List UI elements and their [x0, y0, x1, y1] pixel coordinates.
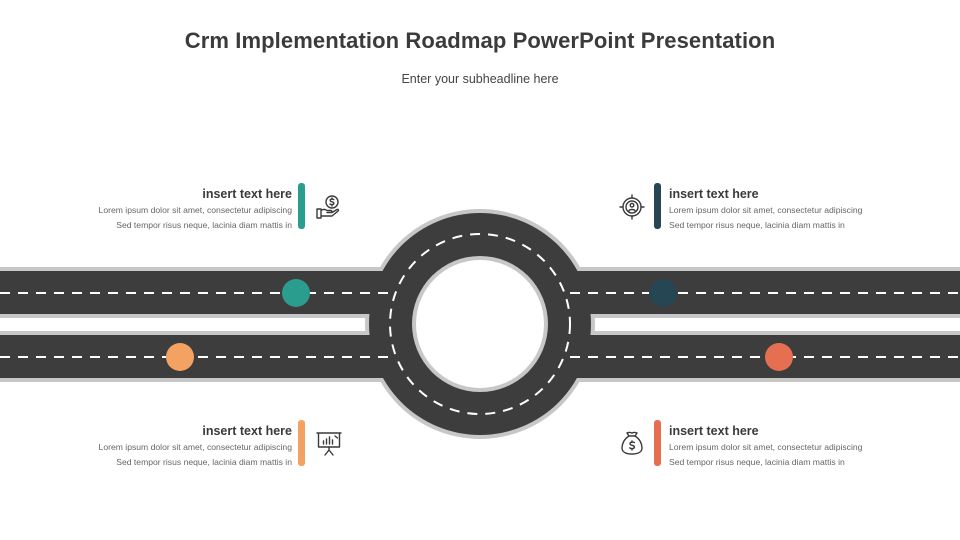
roundabout-island [416, 260, 544, 388]
item-text-line: Lorem ipsum dolor sit amet, consectetur … [669, 205, 863, 215]
item-bottom-left: insert text here Lorem ipsum dolor sit a… [2, 424, 292, 468]
marker-top-left [282, 279, 310, 307]
item-heading: insert text here [202, 424, 292, 438]
item-top-right: insert text here Lorem ipsum dolor sit a… [669, 187, 959, 231]
hand-dollar-icon [316, 195, 340, 219]
item-heading: insert text here [202, 187, 292, 201]
target-person-icon [619, 194, 645, 220]
item-bottom-right: insert text here Lorem ipsum dolor sit a… [669, 424, 959, 468]
item-text-line: Sed tempor risus neque, lacinia diam mat… [116, 456, 292, 467]
marker-top-right [649, 279, 677, 307]
road-separator [0, 314, 960, 335]
marker-bottom-right [765, 343, 793, 371]
marker-bottom-left [166, 343, 194, 371]
accent-bar-top-right [654, 183, 661, 229]
presentation-chart-icon [316, 432, 342, 456]
item-text-line: Sed tempor risus neque, lacinia diam mat… [669, 219, 845, 230]
slide-subtitle: Enter your subheadline here [401, 72, 559, 86]
item-text-line: Sed tempor risus neque, lacinia diam mat… [669, 456, 845, 467]
accent-bar-top-left [298, 183, 305, 229]
slide-title: Crm Implementation Roadmap PowerPoint Pr… [184, 28, 776, 53]
item-text-line: Lorem ipsum dolor sit amet, consectetur … [98, 205, 292, 215]
item-text-line: Lorem ipsum dolor sit amet, consectetur … [98, 442, 292, 452]
item-text-line: Lorem ipsum dolor sit amet, consectetur … [669, 442, 863, 452]
item-heading: insert text here [669, 187, 759, 201]
item-text-line: Sed tempor risus neque, lacinia diam mat… [116, 219, 292, 230]
item-top-left: insert text here Lorem ipsum dolor sit a… [2, 187, 292, 231]
lane-markings [0, 233, 960, 415]
milestone-markers [166, 279, 793, 371]
money-bag-icon [621, 431, 643, 455]
accent-bar-bottom-right [654, 420, 661, 466]
item-heading: insert text here [669, 424, 759, 438]
accent-bar-bottom-left [298, 420, 305, 466]
